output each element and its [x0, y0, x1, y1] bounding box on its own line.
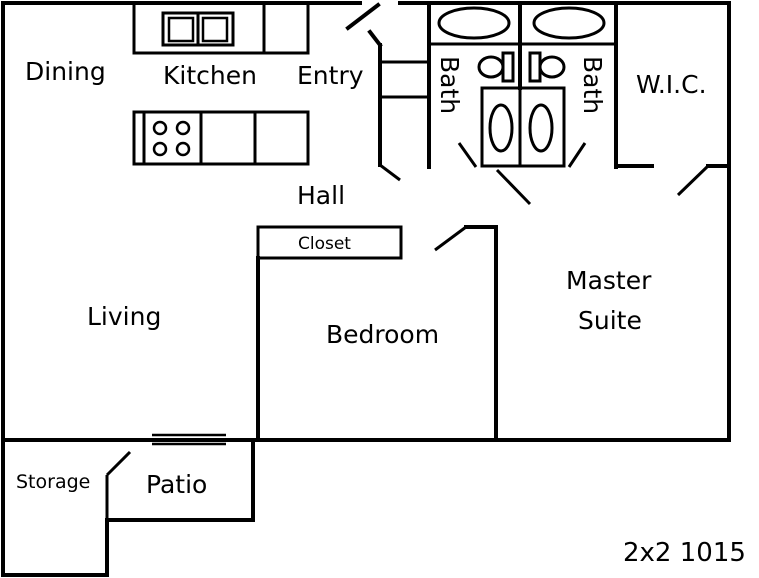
- master-doors: [495, 164, 731, 206]
- kitchen-upper-counter: [132, 1, 310, 55]
- room-label-storage: Storage: [16, 471, 90, 493]
- toilet-icon: [477, 51, 566, 83]
- room-label-bath-right: Bath: [578, 56, 607, 114]
- exterior-walls: [1, 1, 731, 577]
- entry-closet: [378, 43, 428, 182]
- bathtub-icon: [488, 103, 554, 153]
- room-label-entry: Entry: [297, 61, 364, 90]
- room-label-wic: W.I.C.: [636, 70, 707, 99]
- kitchen-lower-counter: [132, 110, 310, 166]
- room-label-kitchen: Kitchen: [163, 61, 257, 90]
- hall-closet: [256, 225, 403, 260]
- bathroom-walls: [427, 1, 654, 169]
- patio-sliding-door: [152, 433, 226, 446]
- entry-door: [345, 2, 383, 48]
- room-label-bedroom: Bedroom: [326, 320, 439, 349]
- sink-icon: [437, 6, 606, 40]
- room-label-living: Living: [87, 302, 161, 331]
- room-label-closet: Closet: [298, 234, 351, 254]
- stove-icon: [152, 120, 191, 157]
- room-label-hall: Hall: [297, 181, 345, 210]
- room-label-bath-left: Bath: [435, 56, 464, 114]
- room-label-patio: Patio: [146, 470, 207, 499]
- storage-door: [105, 450, 132, 520]
- room-label-master-line2: Suite: [578, 306, 642, 335]
- plan-name: 2x2 1015: [623, 538, 746, 568]
- room-label-dining: Dining: [25, 57, 106, 86]
- room-label-master-line1: Master: [566, 266, 652, 295]
- bedroom-walls: [256, 225, 498, 442]
